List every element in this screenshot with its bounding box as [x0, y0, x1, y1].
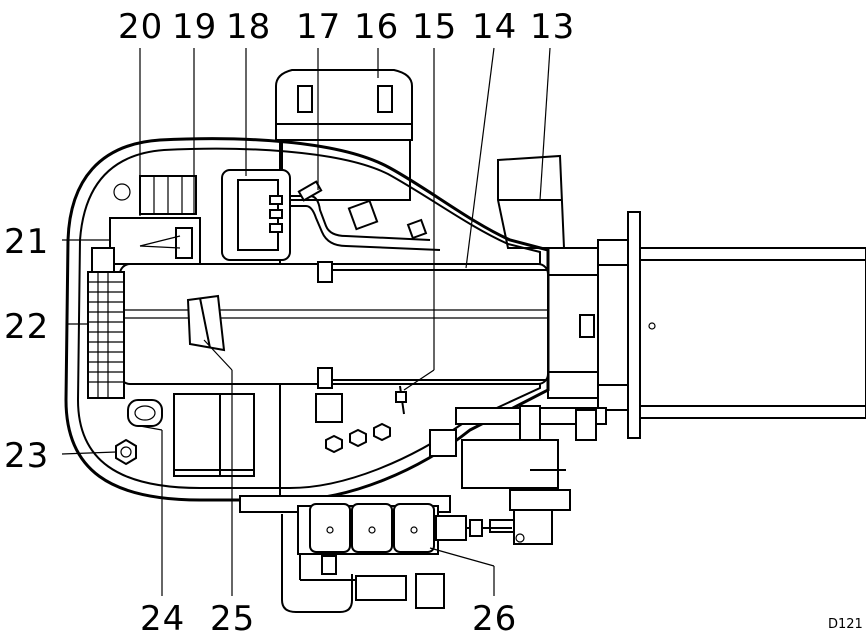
label-13: 13	[530, 7, 575, 47]
label-24: 24	[140, 599, 185, 636]
air-damper-grille	[87, 271, 125, 399]
label-23: 23	[4, 436, 49, 476]
label-14: 14	[472, 7, 517, 47]
terminal-strip	[113, 175, 197, 215]
label-22: 22	[4, 307, 49, 347]
oil-pipes	[290, 180, 441, 251]
label-19: 19	[172, 7, 217, 47]
label-21: 21	[4, 222, 49, 262]
ignition-electrode	[315, 385, 407, 454]
cable-gland	[115, 438, 137, 466]
label-26: 26	[472, 599, 517, 636]
fan-damper	[186, 294, 226, 352]
blast-tube	[639, 247, 866, 419]
label-18: 18	[226, 7, 271, 47]
label-16: 16	[354, 7, 399, 47]
label-25: 25	[210, 599, 255, 636]
transformer	[127, 393, 255, 477]
oil-pump-solenoids	[239, 495, 512, 613]
label-17: 17	[296, 7, 341, 47]
leader-lines	[61, 47, 551, 596]
relay-box	[91, 217, 201, 273]
label-20: 20	[118, 7, 163, 47]
motor	[275, 69, 413, 201]
mounting-flange	[597, 211, 641, 439]
control-box	[221, 169, 291, 261]
damper-linkage	[429, 405, 607, 545]
air-duct	[119, 261, 549, 389]
head-connector	[547, 247, 599, 399]
drawing-code: D121	[828, 617, 863, 632]
air-intake-box	[497, 154, 566, 249]
label-15: 15	[412, 7, 457, 47]
